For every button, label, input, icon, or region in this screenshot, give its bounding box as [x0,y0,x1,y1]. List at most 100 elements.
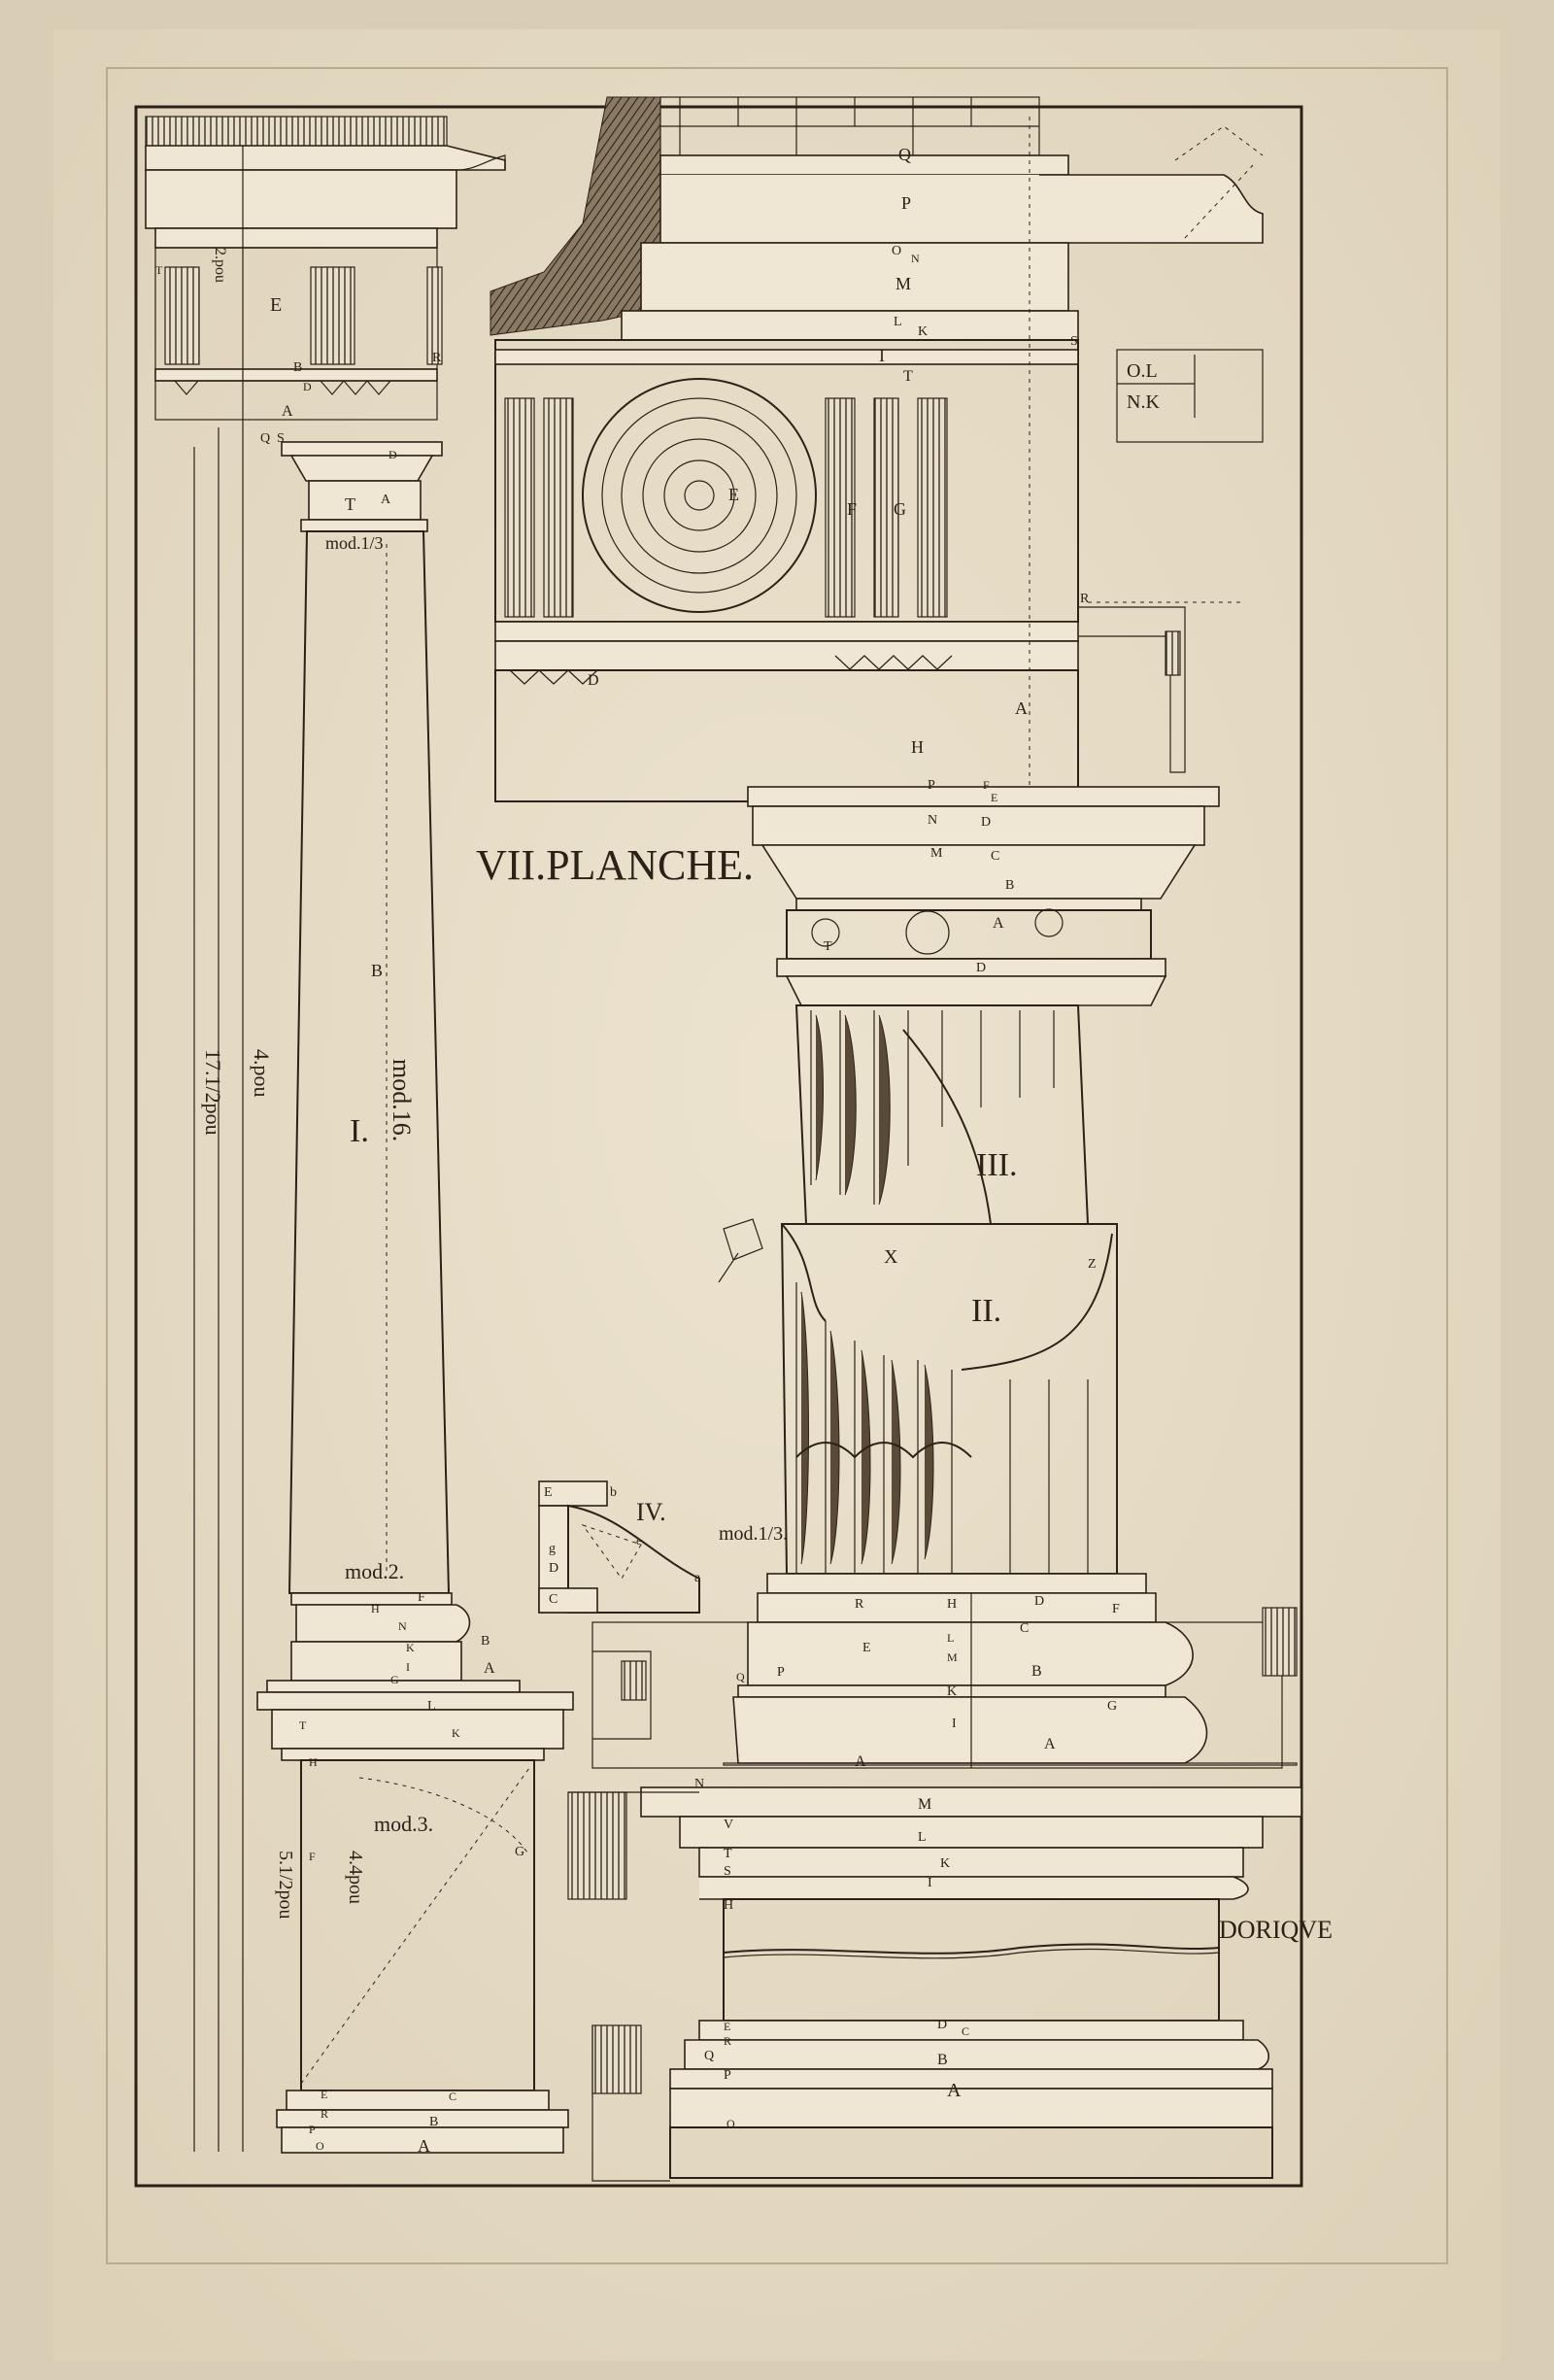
svg-text:F: F [1112,1602,1120,1616]
svg-text:L: L [894,315,902,329]
svg-text:B: B [481,1634,490,1649]
svg-text:P: P [777,1665,785,1680]
svg-text:H: H [947,1597,957,1612]
large-triglyph-center [825,397,948,618]
svg-text:A: A [282,403,293,420]
plate-mark [106,67,1448,2264]
svg-text:e: e [636,1534,641,1547]
callout-ol: O.L [1127,360,1158,382]
pedestal-plinth [281,2126,564,2154]
svg-text:M: M [918,1796,931,1813]
entablature-top-blocks [145,116,448,147]
pou-4-label: 4.pou [250,1049,274,1098]
svg-text:E: E [544,1485,553,1500]
svg-text:E: E [862,1641,871,1655]
svg-text:A: A [1044,1736,1056,1752]
pedestal-ii-cornice [640,1786,1302,1818]
svg-text:A: A [947,2080,962,2101]
base-torus [295,1604,471,1643]
cornice-band [145,169,457,229]
svg-text:D: D [937,2018,947,2032]
figure-iv-label: IV. [636,1498,666,1526]
svg-text:D: D [549,1561,558,1576]
svg-text:I: I [879,346,885,365]
callout-nk: N.K [1127,391,1160,413]
svg-text:F: F [983,778,990,792]
large-guttae [509,655,953,685]
svg-text:E: E [724,2020,730,2033]
svg-text:R: R [432,351,442,365]
capital-iii-echinus [760,844,1197,900]
svg-text:E: E [270,294,282,316]
svg-text:H: H [911,737,924,757]
architrave [154,380,438,421]
svg-text:E: E [991,791,997,804]
svg-text:L: L [947,1631,954,1645]
entablature-detail [490,96,1264,806]
svg-text:R: R [724,2034,731,2048]
svg-text:T: T [345,494,355,514]
svg-text:L: L [918,1830,927,1845]
svg-text:F: F [309,1850,316,1863]
svg-text:O: O [726,2117,735,2130]
necking [308,480,422,521]
pou-17-label: 17.1/2pou [201,1049,225,1136]
mod-third-b-label: mod.1/3. [719,1523,788,1545]
svg-text:X: X [884,1246,898,1268]
svg-text:G: G [1107,1699,1117,1714]
svg-text:Q: Q [736,1670,745,1683]
svg-text:R: R [1080,592,1090,606]
svg-text:I: I [952,1717,957,1731]
figure-iii-capital [747,786,1220,1225]
metope-rosette [582,378,817,613]
svg-text:F: F [418,1590,425,1605]
svg-text:E: E [321,2088,327,2101]
svg-text:B: B [293,360,302,375]
shaft-ii-section-curve [961,1233,1113,1371]
svg-text:D: D [1034,1594,1044,1609]
svg-text:A: A [381,493,391,507]
svg-text:Q: Q [704,2049,714,2063]
svg-text:O: O [892,244,901,258]
svg-text:B: B [937,2052,948,2068]
svg-text:Q: Q [898,145,911,164]
shaft-ii-flutes [795,1282,1089,1574]
svg-text:K: K [940,1856,950,1871]
pou-4-4-label: 4.4pou [345,1851,366,1904]
large-triglyph-left [504,397,574,618]
svg-text:E: E [728,485,739,504]
svg-text:H: H [724,1898,733,1913]
echinus [289,455,434,482]
figure-iv-profile [538,1480,700,1614]
svg-text:M: M [930,846,943,861]
svg-text:I: I [406,1660,410,1674]
svg-text:D: D [981,815,991,830]
svg-text:A: A [418,2136,430,2156]
svg-text:g: g [549,1542,556,1556]
labels: VII.PLANCHE. DORIQVE I. III. II. IV. mod… [155,145,1333,2156]
svg-text:K: K [406,1641,415,1654]
svg-text:G: G [515,1845,524,1859]
svg-text:C: C [962,2024,969,2038]
svg-text:K: K [918,324,928,339]
svg-text:L: L [427,1699,436,1714]
svg-text:F: F [847,499,857,519]
figure-ii-label: II. [971,1293,1001,1329]
cornice-profile [659,174,1264,244]
svg-text:N: N [911,252,920,265]
svg-text:Z: Z [1088,1257,1097,1272]
figure-i-label: I. [350,1113,369,1149]
svg-text:A: A [484,1660,495,1677]
svg-text:C: C [991,849,999,864]
figure-iii-label: III. [976,1147,1017,1183]
svg-text:D: D [303,380,312,393]
pedestal-ii-plinth [669,2126,1273,2179]
svg-text:S: S [277,431,285,446]
frame-border [134,105,1303,2188]
shaft-ii-detail-mark [718,1218,763,1283]
svg-text:C: C [549,1592,557,1607]
svg-text:D: D [388,448,397,461]
svg-text:I: I [928,1876,932,1890]
svg-text:H: H [309,1755,318,1769]
